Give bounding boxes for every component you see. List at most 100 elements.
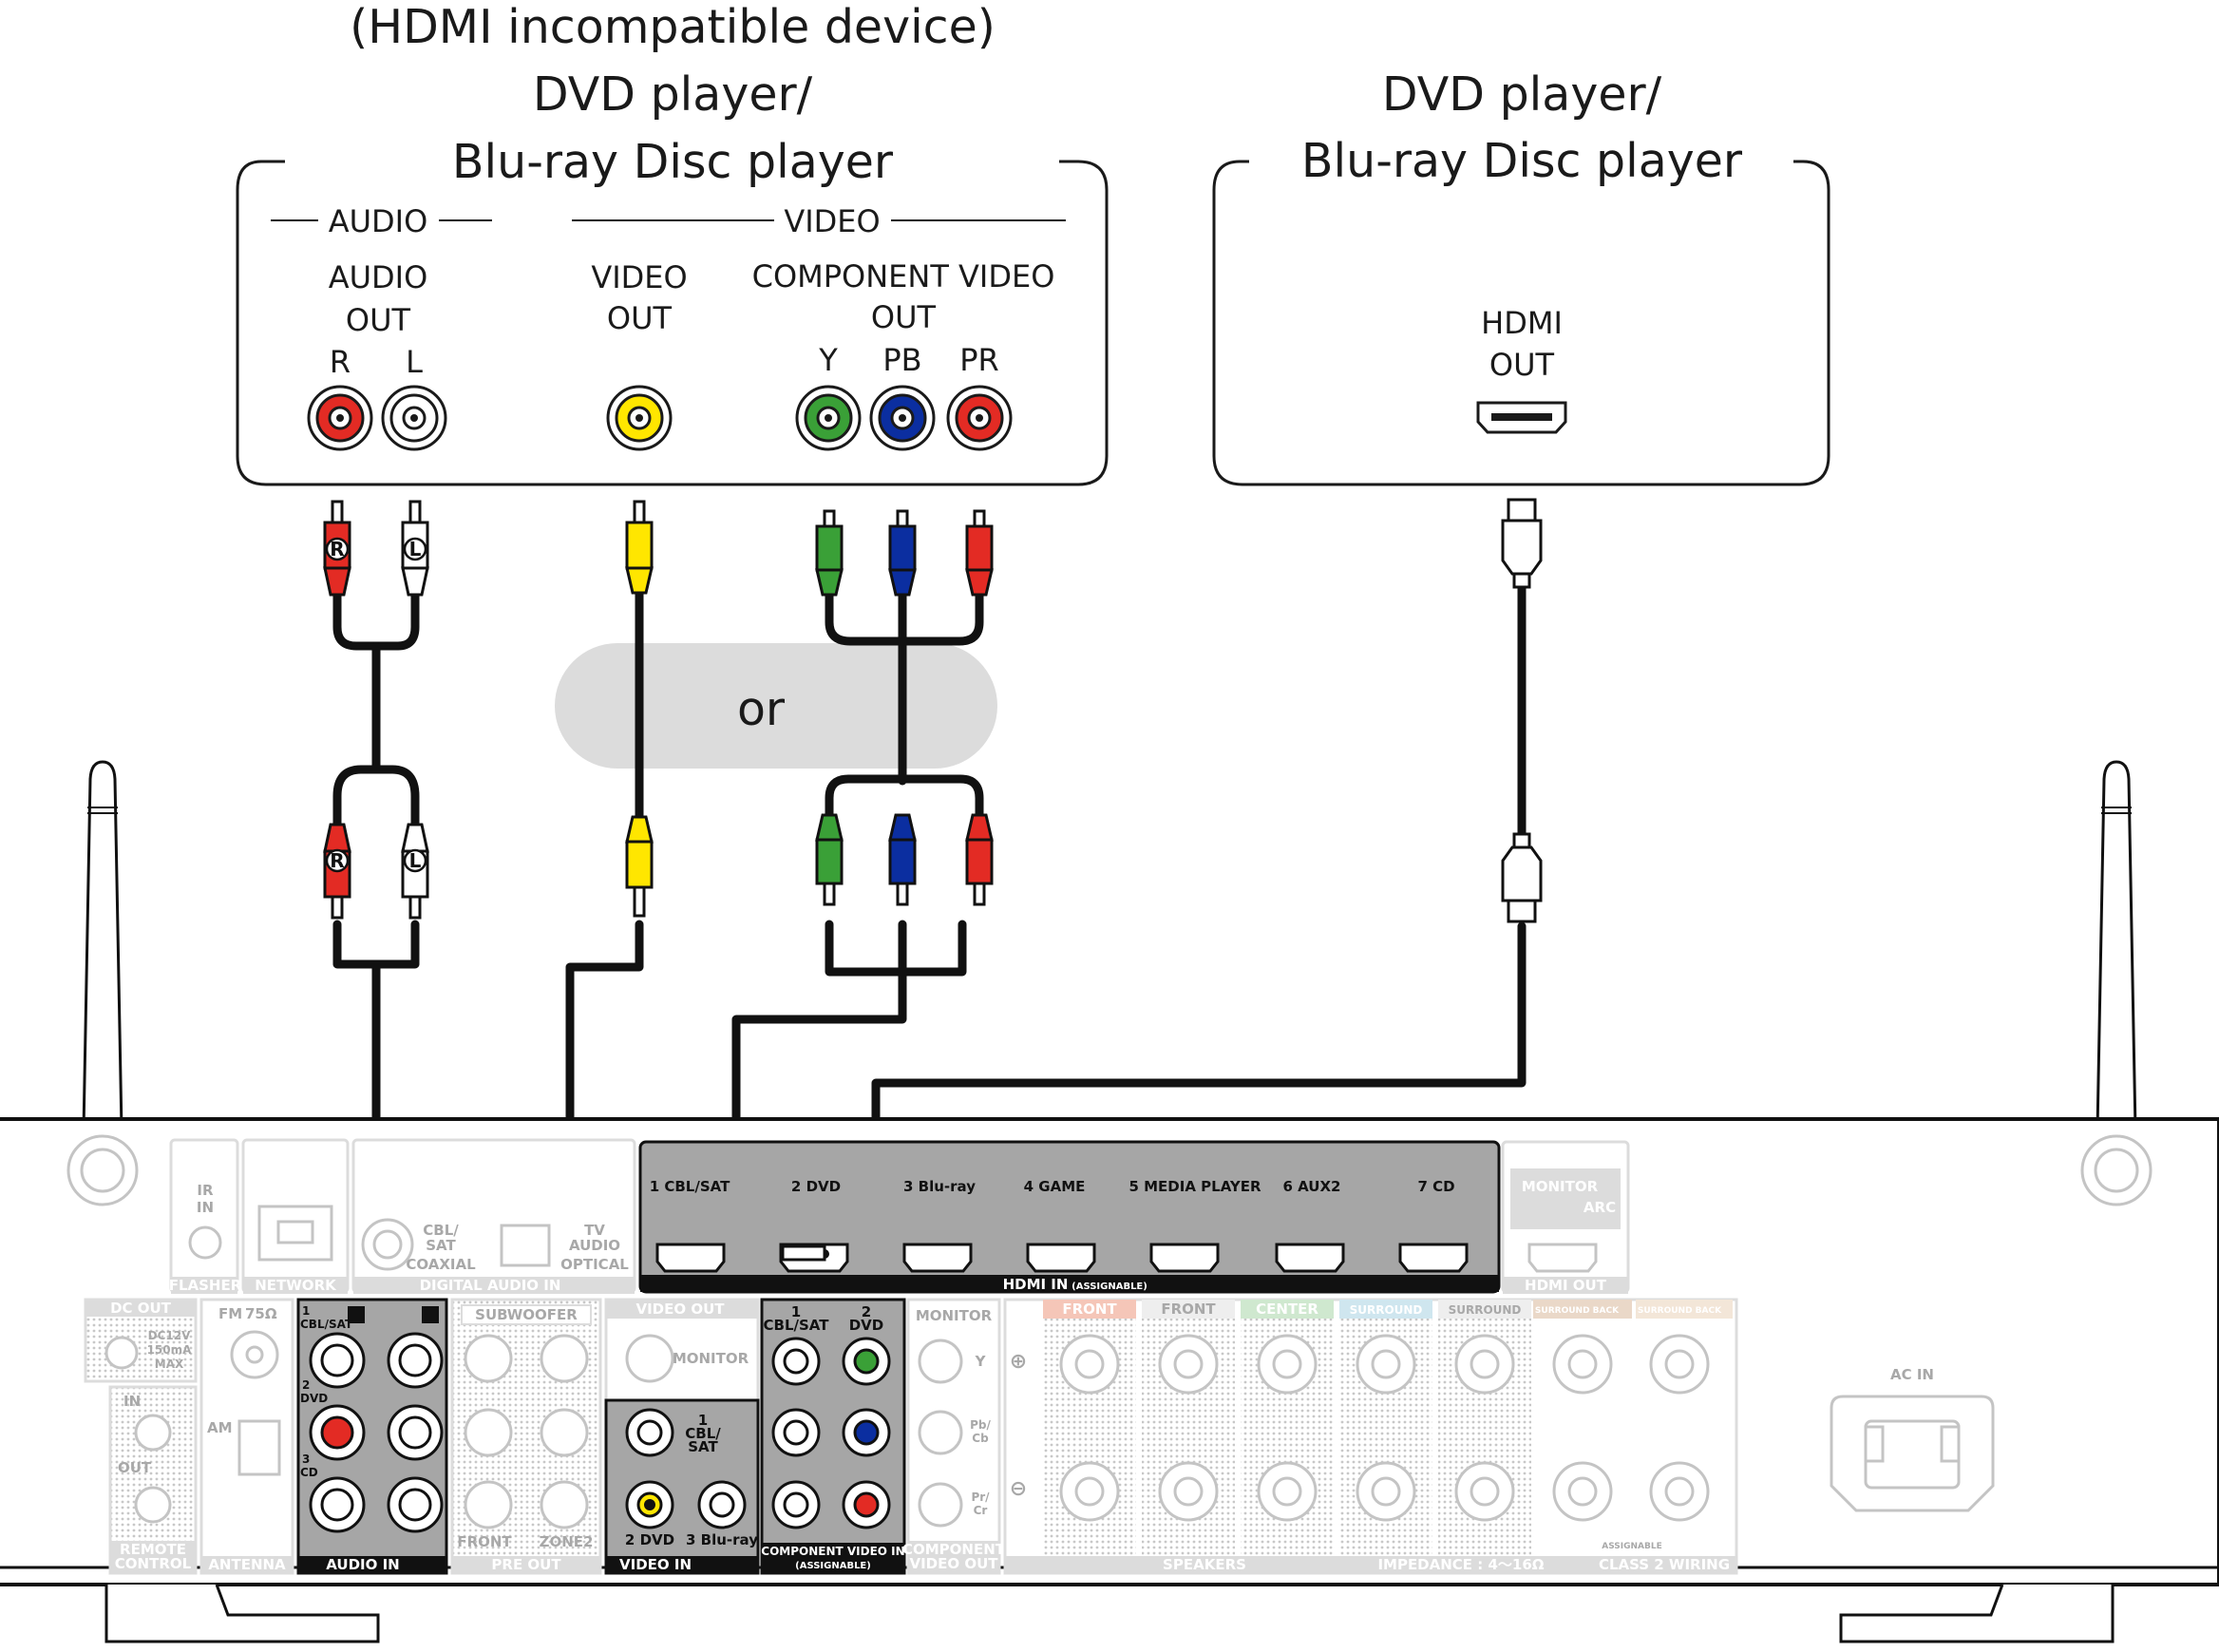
hdmi-out-label: HDMI OUT <box>1525 1277 1607 1294</box>
left-device-caption-line3: Blu-ray Disc player <box>452 135 894 189</box>
dc-spec-2: 150mA <box>147 1343 193 1357</box>
plug-audio-l-top: L <box>401 500 429 597</box>
left-device-caption-line2: DVD player/ <box>533 67 813 122</box>
jack-component-pb <box>869 385 936 451</box>
jack-video <box>606 385 673 451</box>
component-in-assignable: (ASSIGNABLE) <box>795 1561 871 1571</box>
or-label: or <box>737 682 786 736</box>
svg-text:⊖: ⊖ <box>1010 1477 1027 1501</box>
left-device-caption-line1: (HDMI incompatible device) <box>350 0 996 54</box>
audio-in-panel: 1 CBL/SAT 2 DVD 3 CD AUDIO IN <box>296 1298 448 1575</box>
component-pr-label: PR <box>959 342 999 378</box>
hdmi-in-panel: 1 CBL/SAT 2 DVD 3 Blu-ray 4 GAME 5 MEDIA… <box>638 1140 1501 1294</box>
audio-out-label-2: OUT <box>346 302 411 338</box>
plug-letter-r: R <box>330 538 344 560</box>
audio-in-2b-label: DVD <box>300 1392 328 1405</box>
video-in-1-label: 1 <box>698 1412 708 1429</box>
plug-component-y-top <box>815 509 844 597</box>
optical-label: OPTICAL <box>560 1256 629 1273</box>
subwoofer-label: SUBWOOFER <box>475 1306 578 1323</box>
speakers-label: SPEAKERS <box>1163 1556 1246 1573</box>
hdmi-in-assignable: (ASSIGNABLE) <box>1072 1282 1147 1292</box>
ac-in-label: AC IN <box>1890 1366 1934 1383</box>
jack-component-y <box>795 385 862 451</box>
hdmi-out-arc-label: ARC <box>1584 1199 1616 1216</box>
video-out-label: VIDEO OUT <box>635 1301 725 1318</box>
ir-in-label: IR <box>197 1182 214 1199</box>
video-in-1b-label: CBL/ <box>685 1425 721 1442</box>
component-y-label: Y <box>818 342 838 378</box>
video-out-label-2: OUT <box>607 300 673 336</box>
plug-component-pr-bottom <box>965 813 994 906</box>
av-receiver: IR IN FLASHER NETWORK CBL/ SAT COAXIAL T… <box>0 760 2219 1643</box>
hdmi-out-monitor-label: MONITOR <box>1522 1178 1599 1195</box>
svg-text:⊕: ⊕ <box>1010 1350 1027 1374</box>
right-device-caption-line1: DVD player/ <box>1382 67 1662 122</box>
impedance-label: IMPEDANCE : 4～16Ω <box>1377 1556 1544 1573</box>
audio-l-label: L <box>406 344 423 380</box>
left-device: (HDMI incompatible device) DVD player/ B… <box>236 0 1109 486</box>
jack-audio-l <box>381 385 447 451</box>
coax-sat-label: SAT <box>426 1237 456 1254</box>
component-out-label-2: OUT <box>871 299 937 335</box>
component-pb-label: PB <box>882 342 921 378</box>
plug-hdmi-top <box>1501 498 1543 589</box>
tv-audio-label: AUDIO <box>569 1237 620 1254</box>
plug-audio-l-bottom: L <box>401 823 429 920</box>
plug-letter-l: L <box>409 538 422 560</box>
right-device-caption-line2: Blu-ray Disc player <box>1301 134 1743 188</box>
or-bubble <box>555 643 997 769</box>
remote-in-label: IN <box>123 1393 141 1410</box>
audio-in-label: AUDIO IN <box>326 1556 399 1573</box>
spk-surround-r-label: SURROUND <box>1350 1303 1423 1317</box>
plug-audio-r-bottom: R <box>323 823 351 920</box>
comp-out-cb-label: Cb <box>972 1432 989 1445</box>
hdmi-out-label-2: OUT <box>1489 347 1555 383</box>
remote-control-label: REMOTE <box>120 1541 186 1558</box>
component-in-label: COMPONENT VIDEO IN <box>761 1545 904 1558</box>
remote-control-label-2: CONTROL <box>115 1555 192 1572</box>
hdmi-in-6-label: 6 AUX2 <box>1283 1178 1341 1195</box>
video-out-label-1: VIDEO <box>591 259 687 295</box>
component-in-panel: 1 CBL/SAT 2 DVD COMPONENT VIDEO IN (ASSI… <box>760 1298 906 1575</box>
audio-out-label-1: AUDIO <box>329 259 428 295</box>
comp-out-label-2: VIDEO OUT <box>909 1555 998 1572</box>
spk-assignable-label: ASSIGNABLE <box>1602 1542 1662 1551</box>
video-group-label: VIDEO <box>784 203 880 239</box>
comp-out-monitor-label: MONITOR <box>916 1307 993 1324</box>
spk-surround-l-label: SURROUND <box>1449 1303 1522 1317</box>
fm-ohm-label: 75Ω <box>245 1305 277 1322</box>
comp-in-1b-label: CBL/SAT <box>764 1317 830 1334</box>
audio-in-2-label: 2 <box>302 1378 310 1392</box>
spk-center-label: CENTER <box>1256 1301 1318 1318</box>
comp-out-cr-label: Cr <box>974 1504 988 1517</box>
plug-letter-r-bottom: R <box>330 849 344 872</box>
ir-in-label-2: IN <box>197 1199 214 1216</box>
spk-front-r-label: FRONT <box>1062 1301 1117 1318</box>
video-in-panel: 1 CBL/ SAT 2 DVD 3 Blu-ray VIDEO IN <box>604 1398 760 1575</box>
hdmi-out-label-1: HDMI <box>1481 305 1563 341</box>
antenna-right <box>2096 760 2137 1132</box>
plug-audio-r-top: R <box>323 500 351 597</box>
component-out-label-1: COMPONENT VIDEO <box>752 258 1055 294</box>
pre-out-front-label: FRONT <box>457 1533 512 1550</box>
spk-sb-l-label: SURROUND BACK <box>1638 1306 1722 1316</box>
video-in-3-label: 3 Blu-ray <box>686 1531 758 1548</box>
speaker-terminals: ⊕ ⊖ FRONT FRONT CENTER SURROUND SURROUND… <box>1003 1298 1738 1575</box>
plug-letter-l-bottom: L <box>409 849 422 872</box>
antenna-left <box>82 760 123 1132</box>
hdmi-in-1-label: 1 CBL/SAT <box>650 1178 730 1195</box>
plug-component-y-bottom <box>815 813 844 906</box>
plug-video-top <box>625 500 654 595</box>
dc-spec-1: DC12V <box>148 1329 191 1342</box>
video-in-2-label: 2 DVD <box>625 1531 674 1548</box>
dc-spec-3: MAX <box>155 1358 184 1371</box>
video-out-monitor-label: MONITOR <box>673 1350 749 1367</box>
audio-in-1b-label: CBL/SAT <box>300 1318 353 1331</box>
plug-video-bottom <box>625 815 654 918</box>
plug-component-pb-top <box>888 509 917 597</box>
hdmi-in-4-label: 4 GAME <box>1024 1178 1086 1195</box>
plug-hdmi-bottom <box>1501 832 1543 923</box>
